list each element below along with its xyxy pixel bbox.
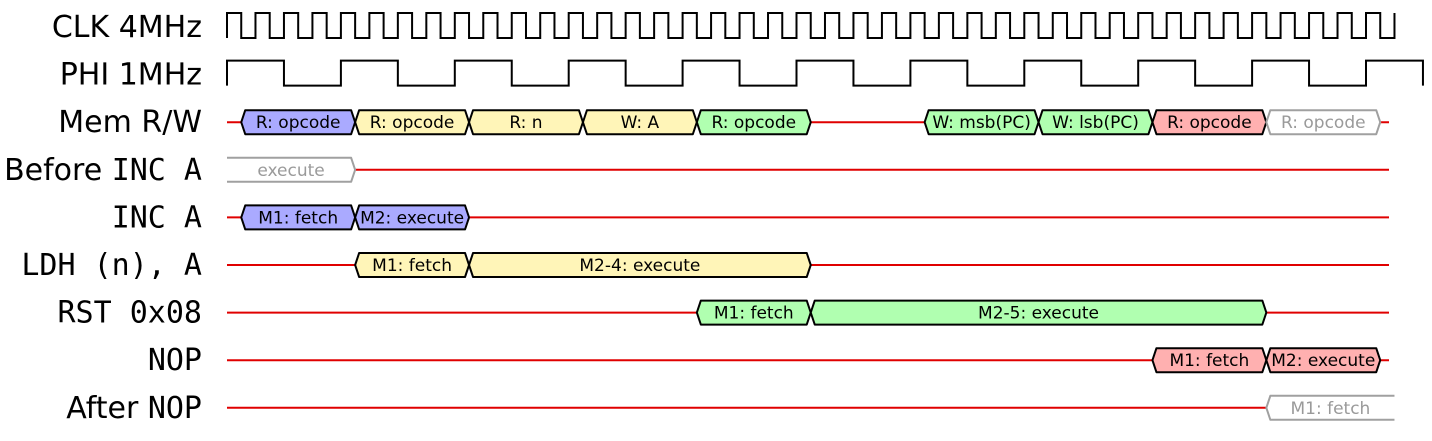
bus-segment-label: M2: execute — [1271, 351, 1375, 371]
wave-mem: R: opcode R: opcode R: n W: A R: opcode W: ms… — [227, 109, 1389, 136]
bus-segment-label: W: A — [621, 113, 660, 133]
signal-label-clk: CLK 4MHz — [52, 10, 202, 45]
signal-label-part: INC A — [112, 153, 202, 188]
bus-segment-label: R: opcode — [711, 113, 796, 133]
bus-segment-label: R: opcode — [1167, 113, 1252, 133]
bus-segment-label: M1: fetch — [258, 208, 338, 228]
signal-label-after: After NOP — [66, 391, 202, 426]
bus-segment — [1265, 347, 1382, 374]
signal-label-part: CLK 4MHz — [52, 10, 202, 45]
wave-before: execute — [227, 156, 1389, 183]
bus-segment-label: R: opcode — [256, 113, 341, 133]
bus-segment-label: M1: fetch — [1290, 399, 1370, 419]
wave-phi — [226, 59, 1424, 87]
signal-label-part: NOP — [148, 391, 202, 426]
signal-label-part: LDH (n), A — [21, 248, 202, 283]
wave-rst: M1: fetch M2-5: execute — [227, 299, 1389, 326]
signal-label-ldh: LDH (n), A — [21, 248, 202, 283]
bus-segment-label: M2-4: execute — [579, 256, 700, 276]
bus-segment — [809, 299, 1268, 326]
signal-label-part: RST 0x08 — [58, 296, 203, 331]
signal-label-part: INC A — [112, 200, 202, 235]
bus-segment — [1265, 394, 1395, 421]
bus-segment-label: M2: execute — [360, 208, 464, 228]
wave-clk — [226, 12, 1396, 39]
signal-label-inc: INC A — [112, 200, 202, 235]
bus-segment-label: R: opcode — [1281, 113, 1366, 133]
bus-segment-label: M1: fetch — [1169, 351, 1249, 371]
bus-segment — [1265, 109, 1382, 136]
signal-label-part: After — [66, 391, 148, 426]
signal-label-rst: RST 0x08 — [58, 296, 203, 331]
signal-label-nop: NOP — [148, 343, 202, 378]
bus-segment-label: W: lsb(PC) — [1052, 113, 1139, 133]
bus-segment — [468, 252, 812, 278]
signal-label-part: Before — [4, 153, 112, 188]
wave-inc: M1: fetch M2: execute — [227, 204, 1389, 231]
bus-segment-label: M1: fetch — [372, 256, 452, 276]
bus-segment-label: R: opcode — [370, 113, 455, 133]
clock-waveform — [226, 12, 1396, 39]
signal-label-part: NOP — [148, 343, 202, 378]
bus-segment-label: execute — [257, 161, 324, 181]
bus-segment-label: M2-5: execute — [978, 304, 1099, 324]
signal-label-part: Mem R/W — [58, 105, 202, 140]
signal-label-phi: PHI 1MHz — [60, 58, 202, 93]
bus-segment-label: R: n — [509, 113, 542, 133]
signal-waves: R: opcode R: opcode R: n W: A R: opcode W: ms… — [226, 12, 1424, 421]
bus-segment — [227, 156, 357, 183]
bus-segment-label: M1: fetch — [714, 304, 794, 324]
wave-ldh: M1: fetch M2-4: execute — [227, 252, 1389, 278]
clock-waveform — [226, 59, 1424, 87]
signal-label-mem: Mem R/W — [58, 105, 202, 140]
bus-segment — [695, 109, 812, 136]
wave-after: M1: fetch — [227, 394, 1395, 421]
wave-nop: M1: fetch M2: execute — [227, 347, 1389, 374]
signal-label-before: Before INC A — [4, 153, 202, 188]
bus-segment-label: W: msb(PC) — [932, 113, 1031, 133]
bus-segment — [354, 204, 471, 231]
signal-label-part: PHI 1MHz — [60, 58, 202, 93]
